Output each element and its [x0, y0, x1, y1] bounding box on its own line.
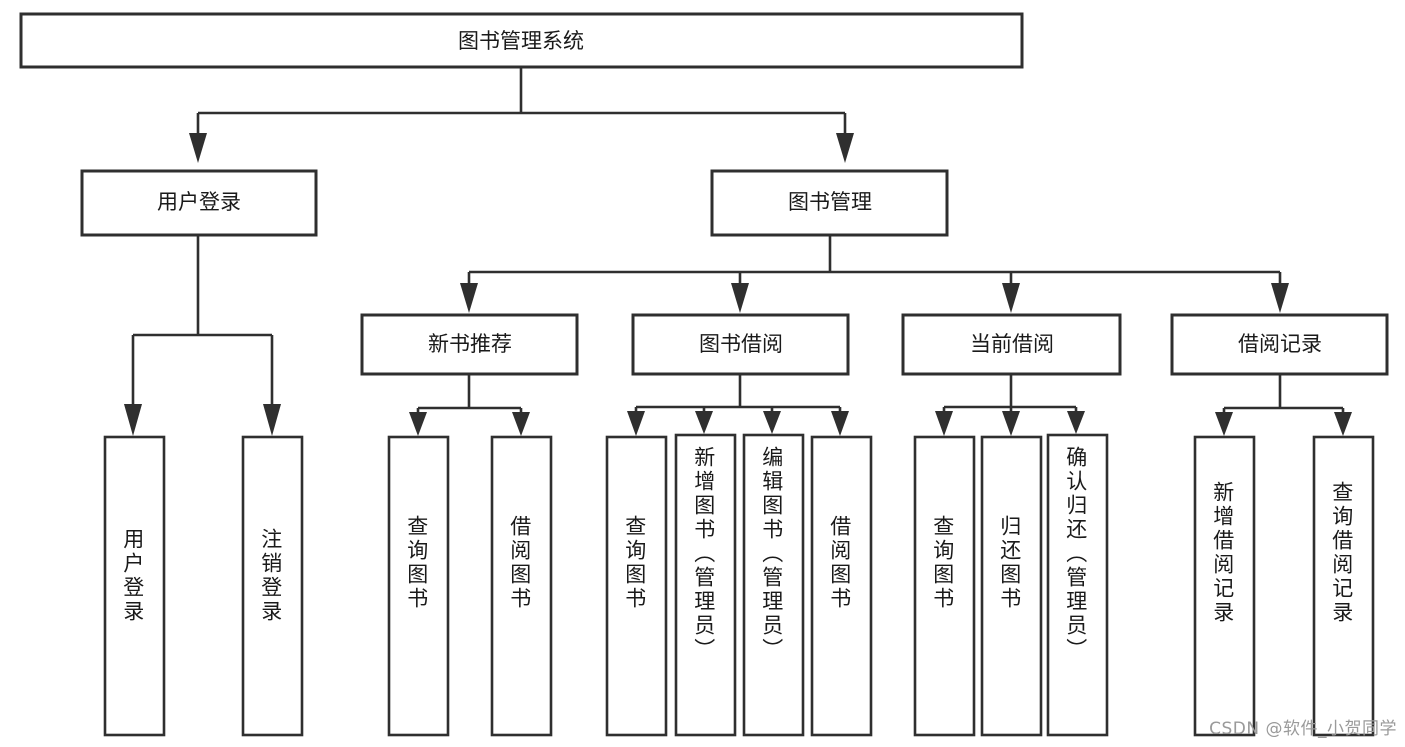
node-current-borrow-box[interactable] — [901, 313, 1122, 376]
node-new-book-label: 新书推荐 — [428, 332, 512, 356]
arrow-login-leaf1-icon — [124, 404, 142, 436]
node-borrow-record-label: 借阅记录 — [1238, 332, 1322, 356]
leaf-box-query-book-3[interactable] — [913, 435, 976, 737]
leaf-box-logout[interactable] — [241, 435, 304, 737]
leaf-box-query-record[interactable] — [1312, 435, 1375, 737]
arrow-borrowrecord-leaf1-icon — [1215, 412, 1233, 436]
node-borrow-record-box[interactable] — [1170, 313, 1389, 376]
arrow-newbook-leaf2-icon — [512, 412, 530, 436]
arrow-login-leaf2-icon — [263, 404, 281, 436]
arrow-root-to-bookmgmt-icon — [836, 133, 854, 163]
arrow-bookborrow-leaf2-icon — [695, 411, 713, 434]
leaf-box-edit-book[interactable] — [742, 433, 805, 737]
node-book-management-label: 图书管理 — [788, 190, 872, 214]
node-user-login-label: 用户登录 — [157, 190, 241, 214]
arrow-currentborrow-leaf1-icon — [935, 411, 953, 436]
leaf-box-add-record[interactable] — [1193, 435, 1256, 737]
leaf-box-query-book-1[interactable] — [387, 435, 450, 737]
leaf-box-return-book[interactable] — [980, 435, 1043, 737]
leaf-box-confirm-return[interactable] — [1046, 433, 1109, 737]
node-book-borrow-box[interactable] — [631, 313, 850, 376]
leaf-box-add-book[interactable] — [674, 433, 737, 737]
arrow-bookborrow-leaf4-icon — [831, 411, 849, 436]
csdn-watermark: CSDN @软件_小贺同学 — [1209, 719, 1397, 739]
arrow-root-to-login-icon — [189, 133, 207, 163]
arrow-to-current-borrow-icon — [1002, 283, 1020, 313]
arrow-newbook-leaf1-icon — [409, 412, 427, 436]
node-root-label: 图书管理系统 — [458, 29, 584, 53]
leaf-box-query-book-2[interactable] — [605, 435, 668, 737]
arrow-bookborrow-leaf3-icon — [763, 411, 781, 434]
node-current-borrow-label: 当前借阅 — [970, 332, 1054, 356]
node-root-box[interactable] — [19, 12, 1024, 69]
arrow-borrowrecord-leaf2-icon — [1334, 412, 1352, 436]
leaf-box-borrow-book-1[interactable] — [490, 435, 553, 737]
arrow-to-borrow-record-icon — [1271, 283, 1289, 313]
node-book-borrow-label: 图书借阅 — [699, 332, 783, 356]
leaf-box-user-login[interactable] — [103, 435, 166, 737]
node-new-book-box[interactable] — [360, 313, 579, 376]
leaf-box-borrow-book-2[interactable] — [810, 435, 873, 737]
arrow-currentborrow-leaf3-icon — [1067, 411, 1085, 434]
node-book-management-box[interactable] — [710, 169, 949, 237]
arrow-bookborrow-leaf1-icon — [627, 411, 645, 436]
arrow-to-book-borrow-icon — [731, 283, 749, 313]
arrow-to-new-book-icon — [460, 283, 478, 313]
arrow-currentborrow-leaf2-icon — [1002, 411, 1020, 436]
